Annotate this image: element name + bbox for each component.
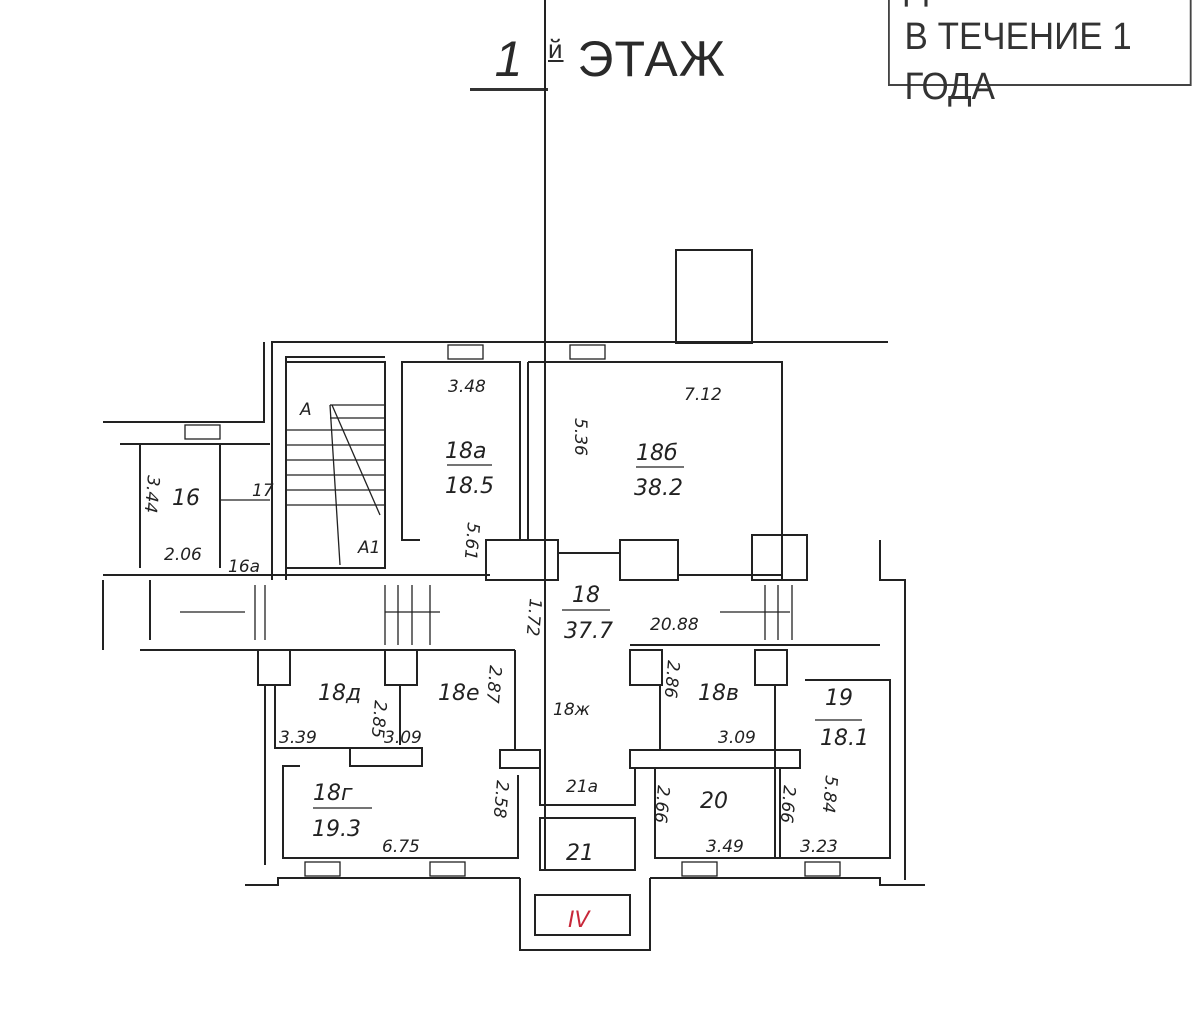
room-16a-label: 16а xyxy=(228,557,260,577)
room-18-area: 37.7 xyxy=(564,619,613,644)
floor-word: ЭТАЖ xyxy=(577,31,726,87)
stair-a1-label: А1 xyxy=(357,538,380,558)
dimension: 1.72 xyxy=(522,598,545,637)
room-18e-label: 18е xyxy=(438,681,480,706)
room-18a-area: 18.5 xyxy=(445,474,494,499)
floor-suffix: й xyxy=(548,34,564,64)
floor-number: 1 xyxy=(470,30,548,91)
room-labels: 16 16а 17 А А1 18а 18.5 18б 38.2 18 37.7… xyxy=(172,400,869,933)
room-18g-label: 18г xyxy=(313,781,353,806)
dimension: 20.88 xyxy=(650,615,699,635)
dimension: 2.87 xyxy=(482,665,505,705)
dimension: 7.12 xyxy=(684,385,722,405)
dimension: 5.61 xyxy=(460,522,483,561)
dimension: 2.66 xyxy=(776,785,799,825)
dimension: 3.23 xyxy=(800,837,838,857)
dimension: 3.48 xyxy=(448,377,486,397)
room-21a-label: 21а xyxy=(566,777,598,797)
dimension: 3.09 xyxy=(718,728,756,748)
dimension: 2.85 xyxy=(367,700,390,739)
room-19-label: 19 xyxy=(825,686,853,711)
dimension: 3.39 xyxy=(279,728,317,748)
room-19-area: 18.1 xyxy=(820,726,869,751)
room-18-label: 18 xyxy=(572,583,600,608)
room-18b-area: 38.2 xyxy=(634,476,683,501)
room-17-label: 17 xyxy=(252,481,274,501)
dimension: 2.66 xyxy=(650,785,673,825)
dimension: 5.36 xyxy=(570,418,590,456)
stamp-line-2: В ТЕЧЕНИЕ 1 ГОДА xyxy=(904,16,1132,108)
validity-stamp: ДЕЙСТВИТЕЛЬНО В ТЕЧЕНИЕ 1 ГОДА xyxy=(888,0,1200,108)
room-18v-label: 18в xyxy=(698,681,739,706)
room-iv-label: IV xyxy=(568,908,591,933)
room-18zh-label: 18ж xyxy=(553,700,591,720)
stair-a-label: А xyxy=(299,400,312,420)
dimension: 2.06 xyxy=(164,545,202,565)
dimension: 6.75 xyxy=(382,837,420,857)
room-16-label: 16 xyxy=(172,486,200,511)
dimension: 3.44 xyxy=(140,475,163,514)
room-21-label: 21 xyxy=(566,841,594,866)
room-18b-label: 18б xyxy=(636,441,678,466)
dimension: 2.58 xyxy=(489,780,512,820)
room-18d-label: 18д xyxy=(318,681,361,706)
dimension-labels: 3.48 7.12 5.36 5.61 3.44 2.06 1.72 20.88… xyxy=(140,377,841,857)
room-18g-area: 19.3 xyxy=(312,817,361,842)
dimension: 3.49 xyxy=(706,837,744,857)
dimension: 2.86 xyxy=(660,660,683,700)
room-20-label: 20 xyxy=(700,789,728,814)
walls xyxy=(102,0,925,951)
stamp-line-1: ДЕЙСТВИТЕЛЬНО xyxy=(905,0,1200,12)
dimension: 5.84 xyxy=(818,775,841,814)
room-18a-label: 18а xyxy=(445,439,486,464)
dimension: 3.09 xyxy=(384,728,422,748)
